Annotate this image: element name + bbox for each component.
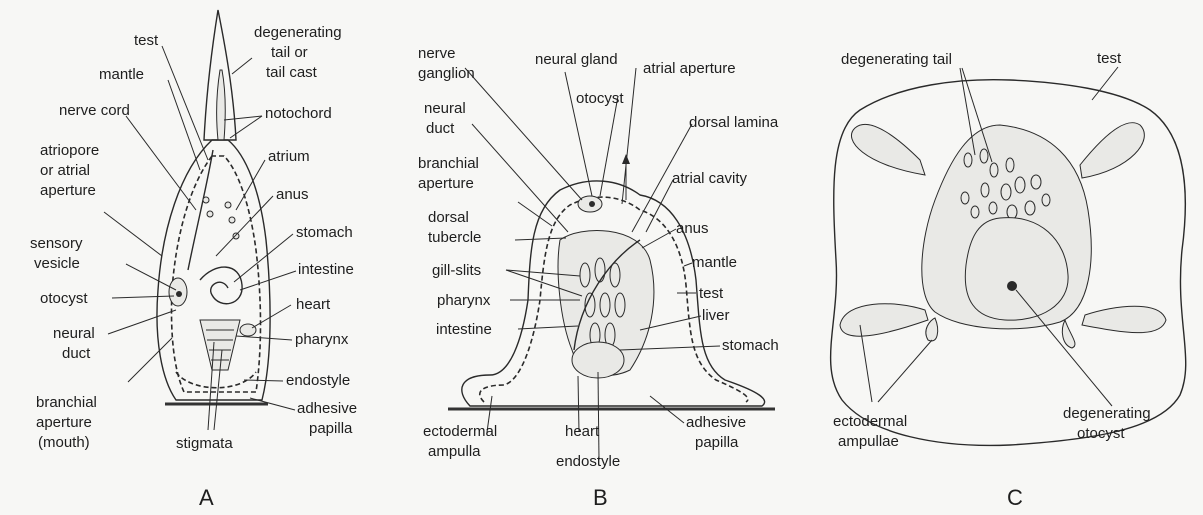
label-a-test: test [134, 32, 159, 49]
label-b-adhesive-1: adhesive [686, 414, 746, 431]
label-a-branchial-3: (mouth) [38, 434, 90, 451]
label-a-sensory-1: sensory [30, 235, 83, 252]
ampulla-small-right [1062, 320, 1075, 348]
degenerating-otocyst-dot [1007, 281, 1017, 291]
label-c-degenerating-tail: degenerating tail [841, 51, 952, 68]
label-a-endostyle: endostyle [286, 372, 350, 389]
label-a-notochord: notochord [265, 105, 332, 122]
label-a-atriopore-1: atriopore [40, 142, 99, 159]
intestine-shape-a [200, 267, 242, 304]
label-a-pharynx: pharynx [295, 331, 349, 348]
label-a-degenerating-tail-3: tail cast [266, 64, 318, 81]
label-b-atrial-aperture: atrial aperture [643, 60, 736, 77]
label-a-neural-duct-1: neural [53, 325, 95, 342]
label-b-adhesive-2: papilla [695, 434, 739, 451]
heart-shape-a [240, 324, 256, 336]
label-b-dorsal-lamina: dorsal lamina [689, 114, 779, 131]
label-a-heart: heart [296, 296, 331, 313]
ampulla-bottom-left [840, 304, 928, 336]
label-b-ectodermal-2: ampulla [428, 443, 481, 460]
label-a-stomach: stomach [296, 224, 353, 241]
panel-a: test degenerating tail or tail cast mant… [30, 10, 357, 510]
label-b-otocyst: otocyst [576, 90, 624, 107]
label-a-nerve-cord: nerve cord [59, 102, 130, 119]
panel-b: nerve ganglion neural gland atrial apert… [418, 45, 779, 510]
label-a-branchial-2: aperture [36, 414, 92, 431]
label-b-ectodermal-1: ectodermal [423, 423, 497, 440]
label-b-gill-slits: gill-slits [432, 262, 481, 279]
label-b-intestine: intestine [436, 321, 492, 338]
label-b-stomach: stomach [722, 337, 779, 354]
ampulla-top-left [851, 124, 925, 175]
nerve-cord-shape [188, 150, 213, 270]
label-b-neural-duct-2: duct [426, 120, 455, 137]
label-a-branchial-1: branchial [36, 394, 97, 411]
label-a-sensory-2: vesicle [34, 255, 80, 272]
label-b-nerve-ganglion-2: ganglion [418, 65, 475, 82]
label-b-atrial-cavity: atrial cavity [672, 170, 748, 187]
label-c-test: test [1097, 50, 1122, 67]
label-b-liver: liver [702, 307, 730, 324]
label-b-anus: anus [676, 220, 709, 237]
ampulla-top-right [1080, 123, 1144, 178]
label-b-nerve-ganglion-1: nerve [418, 45, 456, 62]
label-c-ectodermal-1: ectodermal [833, 413, 907, 430]
label-a-neural-duct-2: duct [62, 345, 91, 362]
ampulla-small-left [926, 318, 938, 341]
notochord-shape [217, 70, 226, 140]
label-b-branchial-1: branchial [418, 155, 479, 172]
label-a-atriopore-2: or atrial [40, 162, 90, 179]
otocyst-dot-a [176, 291, 182, 297]
otocyst-dot-b [589, 201, 595, 207]
label-a-intestine: intestine [298, 261, 354, 278]
pharynx-shape-a [200, 320, 240, 370]
panel-letter-c: C [1007, 485, 1023, 510]
label-c-ectodermal-2: ampullae [838, 433, 899, 450]
label-a-stigmata: stigmata [176, 435, 233, 452]
label-b-endostyle: endostyle [556, 453, 620, 470]
label-b-branchial-2: aperture [418, 175, 474, 192]
label-a-atriopore-3: aperture [40, 182, 96, 199]
label-a-atrium: atrium [268, 148, 310, 165]
label-b-heart: heart [565, 423, 600, 440]
label-b-test: test [699, 285, 724, 302]
label-b-mantle: mantle [692, 254, 737, 271]
label-a-adhesive-2: papilla [309, 420, 353, 437]
label-a-degenerating-tail-1: degenerating [254, 24, 342, 41]
label-b-dorsal-tubercle-1: dorsal [428, 209, 469, 226]
endostyle-shape-a [176, 372, 256, 388]
label-a-otocyst: otocyst [40, 290, 88, 307]
label-b-dorsal-tubercle-2: tubercle [428, 229, 481, 246]
label-a-anus: anus [276, 186, 309, 203]
panel-letter-b: B [593, 485, 608, 510]
label-b-neural-duct-1: neural [424, 100, 466, 117]
ampulla-bottom-right [1082, 306, 1166, 332]
label-b-neural-gland: neural gland [535, 51, 618, 68]
label-a-mantle: mantle [99, 66, 144, 83]
label-a-adhesive-1: adhesive [297, 400, 357, 417]
label-c-degenerating-otocyst-1: degenerating [1063, 405, 1151, 422]
panel-c: degenerating tail test ectodermal ampull… [831, 50, 1186, 510]
label-a-degenerating-tail-2: tail or [271, 44, 308, 61]
panel-letter-a: A [199, 485, 214, 510]
label-b-pharynx: pharynx [437, 292, 491, 309]
label-c-degenerating-otocyst-2: otocyst [1077, 425, 1125, 442]
